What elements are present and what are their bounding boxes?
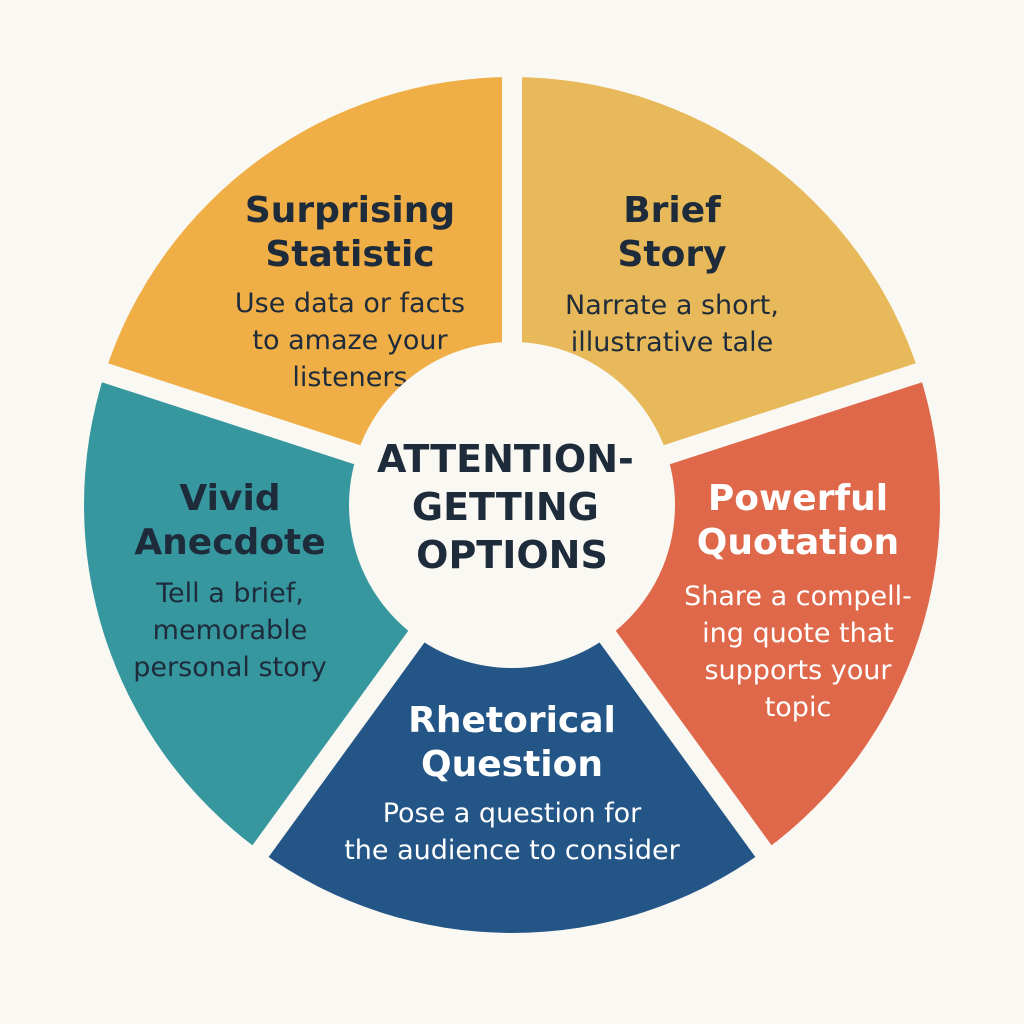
segment-title-line: Brief — [623, 190, 721, 231]
segment-divider — [586, 612, 778, 866]
segment-description-line: listeners — [292, 362, 407, 393]
segment-title-line: Statistic — [265, 234, 434, 275]
center-title-line-3: OPTIONS — [416, 533, 608, 577]
segment-title-line: Vivid — [179, 478, 280, 519]
segment-description-line: the audience to consider — [344, 835, 680, 866]
segment-description-line: supports your — [704, 655, 892, 686]
segment-title-line: Story — [617, 234, 726, 275]
segment-title-line: Anecdote — [134, 522, 325, 563]
segment-description-line: illustrative tale — [571, 327, 773, 358]
segments-layer — [84, 77, 940, 933]
segment-description-surprising-statistic: Use data or facts to amaze your listeners — [235, 288, 465, 393]
segment-surprising-statistic — [104, 77, 512, 459]
segment-description-line: to amaze your — [252, 325, 448, 356]
segment-brief-story — [512, 77, 920, 459]
segment-description-brief-story: Narrate a short, illustrative tale — [565, 290, 779, 358]
center-title: ATTENTION- GETTING OPTIONS — [377, 437, 647, 577]
segment-title-line: Powerful — [708, 478, 888, 519]
segment-title-line: Surprising — [245, 190, 455, 231]
segment-description-line: ing quote that — [702, 618, 894, 649]
segment-title-line: Question — [421, 744, 603, 785]
segment-divider — [92, 360, 382, 472]
segment-title-line: Rhetorical — [408, 700, 616, 741]
segment-description-line: personal story — [133, 652, 326, 683]
segment-title-line: Quotation — [697, 522, 899, 563]
segment-description-line: memorable — [153, 615, 308, 646]
segment-description-line: Share a compell- — [684, 581, 912, 612]
segment-description-line: topic — [765, 692, 832, 723]
segment-divider — [246, 612, 438, 866]
segment-divider — [642, 360, 932, 472]
segment-description-line: Use data or facts — [235, 288, 465, 319]
segment-description-line: Tell a brief, — [155, 578, 304, 609]
segment-description-line: Pose a question for — [383, 798, 642, 829]
segment-rhetorical-question — [260, 626, 764, 933]
center-circle — [349, 342, 675, 668]
segment-description-line: Narrate a short, — [565, 290, 779, 321]
center-title-line-2: GETTING — [412, 485, 599, 529]
segment-description-vivid-anecdote: Tell a brief, memorable personal story — [133, 578, 326, 683]
segment-description-powerful-quotation: Share a compell-ing quote that supports y… — [684, 581, 912, 723]
segment-description-rhetorical-question: Pose a question for the audience to consi… — [344, 798, 680, 866]
center-title-line-1: ATTENTION- — [377, 437, 634, 481]
